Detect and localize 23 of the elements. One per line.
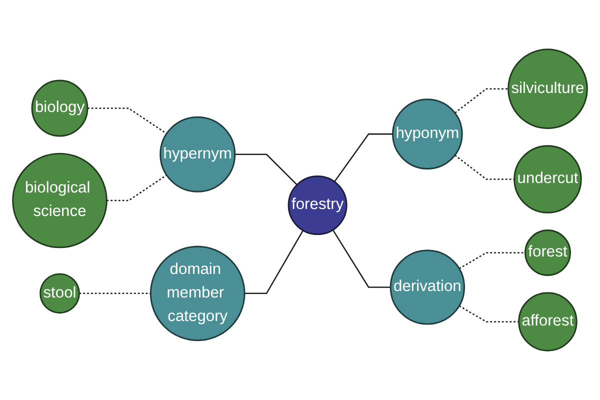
dashed-line — [458, 305, 519, 322]
dashed-line — [454, 88, 508, 114]
dashed-line — [79, 292, 151, 294]
word-node: biological science — [12, 152, 108, 248]
word-node: afforest — [518, 292, 578, 352]
dashed-line — [106, 174, 167, 202]
word-node: forestry — [288, 176, 348, 236]
connector-line — [244, 230, 304, 294]
dashed-line — [87, 108, 167, 134]
word-node: forest — [524, 230, 571, 276]
word-node: domain member category — [150, 246, 246, 342]
word-node: biology — [31, 80, 88, 137]
connector-line — [334, 133, 393, 182]
word-node: silviculture — [508, 48, 588, 130]
word-node: hyponym — [392, 98, 463, 170]
dashed-line — [458, 252, 526, 270]
word-node: derivation — [390, 250, 466, 325]
word-node: undercut — [514, 145, 582, 214]
word-node: hypernym — [160, 116, 236, 192]
word-node: stool — [40, 273, 80, 314]
dashed-line — [454, 154, 514, 180]
connector-line — [234, 154, 298, 186]
connector-line — [332, 230, 391, 288]
